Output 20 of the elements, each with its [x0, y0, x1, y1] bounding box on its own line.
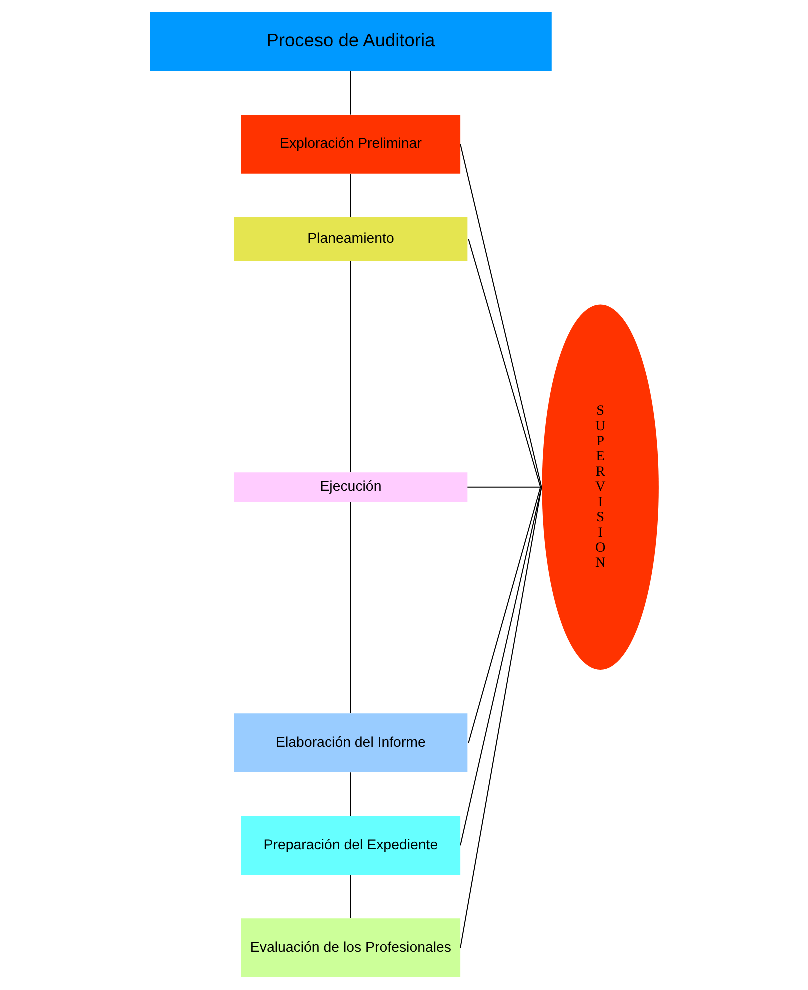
connector [350, 772, 351, 816]
connector [350, 71, 351, 115]
connector [468, 487, 541, 744]
node-box: Proceso de Auditoria [150, 12, 552, 72]
node-box: Exploración Preliminar [240, 114, 460, 174]
connector [350, 502, 351, 714]
connector [350, 261, 351, 472]
connector [468, 239, 541, 488]
connector [460, 487, 542, 846]
node-box: Ejecución [234, 472, 468, 502]
node-box: Elaboración del Informe [234, 714, 468, 773]
connector [460, 487, 542, 948]
node-box: Evaluación de los Profesionales [240, 918, 460, 978]
connector [350, 875, 351, 918]
connector [460, 144, 542, 488]
connector [350, 174, 351, 218]
node-box: Planeamiento [234, 217, 468, 262]
connector [467, 486, 542, 488]
node-ellipse: SUPERVISION [542, 304, 658, 670]
node-box: Preparación del Expediente [240, 816, 460, 876]
